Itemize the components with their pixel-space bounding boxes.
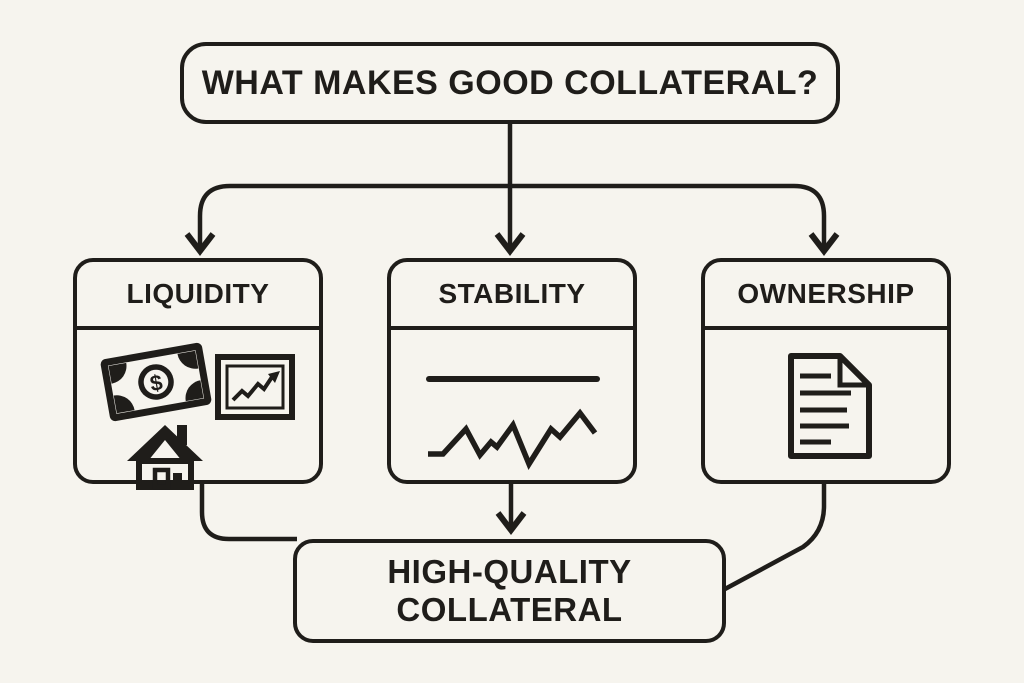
arrowhead-ownership-top [808,232,840,256]
stability-header: STABILITY [391,262,633,330]
liquidity-body: $ [77,330,319,490]
volatile-line-icon [428,408,598,470]
arrowhead-liquidity-top [184,232,216,256]
flat-line-icon [426,370,607,470]
dollar-bill-icon: $ [96,341,215,423]
connector-ownership-to-result [723,484,827,591]
result-line1: HIGH-QUALITY [387,553,632,591]
stability-label: STABILITY [438,278,586,309]
result-box: HIGH-QUALITY COLLATERAL [293,539,726,643]
connector-liquidity-to-result [199,484,297,542]
liquidity-header: LIQUIDITY [77,262,319,330]
branch-bar [197,183,827,251]
liquidity-box: LIQUIDITY $ [73,258,323,490]
result-line2: COLLATERAL [396,591,623,628]
deed-document-icon [785,352,875,460]
price-chart-icon [215,354,295,420]
title-text: WHAT MAKES GOOD COLLATERAL? [201,63,819,102]
title-box: WHAT MAKES GOOD COLLATERAL? [180,42,840,124]
ownership-label: OWNERSHIP [737,278,915,309]
ownership-body [705,330,947,480]
ownership-header: OWNERSHIP [705,262,947,330]
arrowhead-result-top [495,511,527,535]
dollar-symbol: $ [148,370,164,397]
arrowhead-stability-top [494,232,526,256]
stability-box: STABILITY [387,258,637,484]
stability-body [391,330,633,480]
liquidity-label: LIQUIDITY [126,278,270,309]
house-icon [125,423,205,491]
ownership-box: OWNERSHIP [701,258,951,484]
